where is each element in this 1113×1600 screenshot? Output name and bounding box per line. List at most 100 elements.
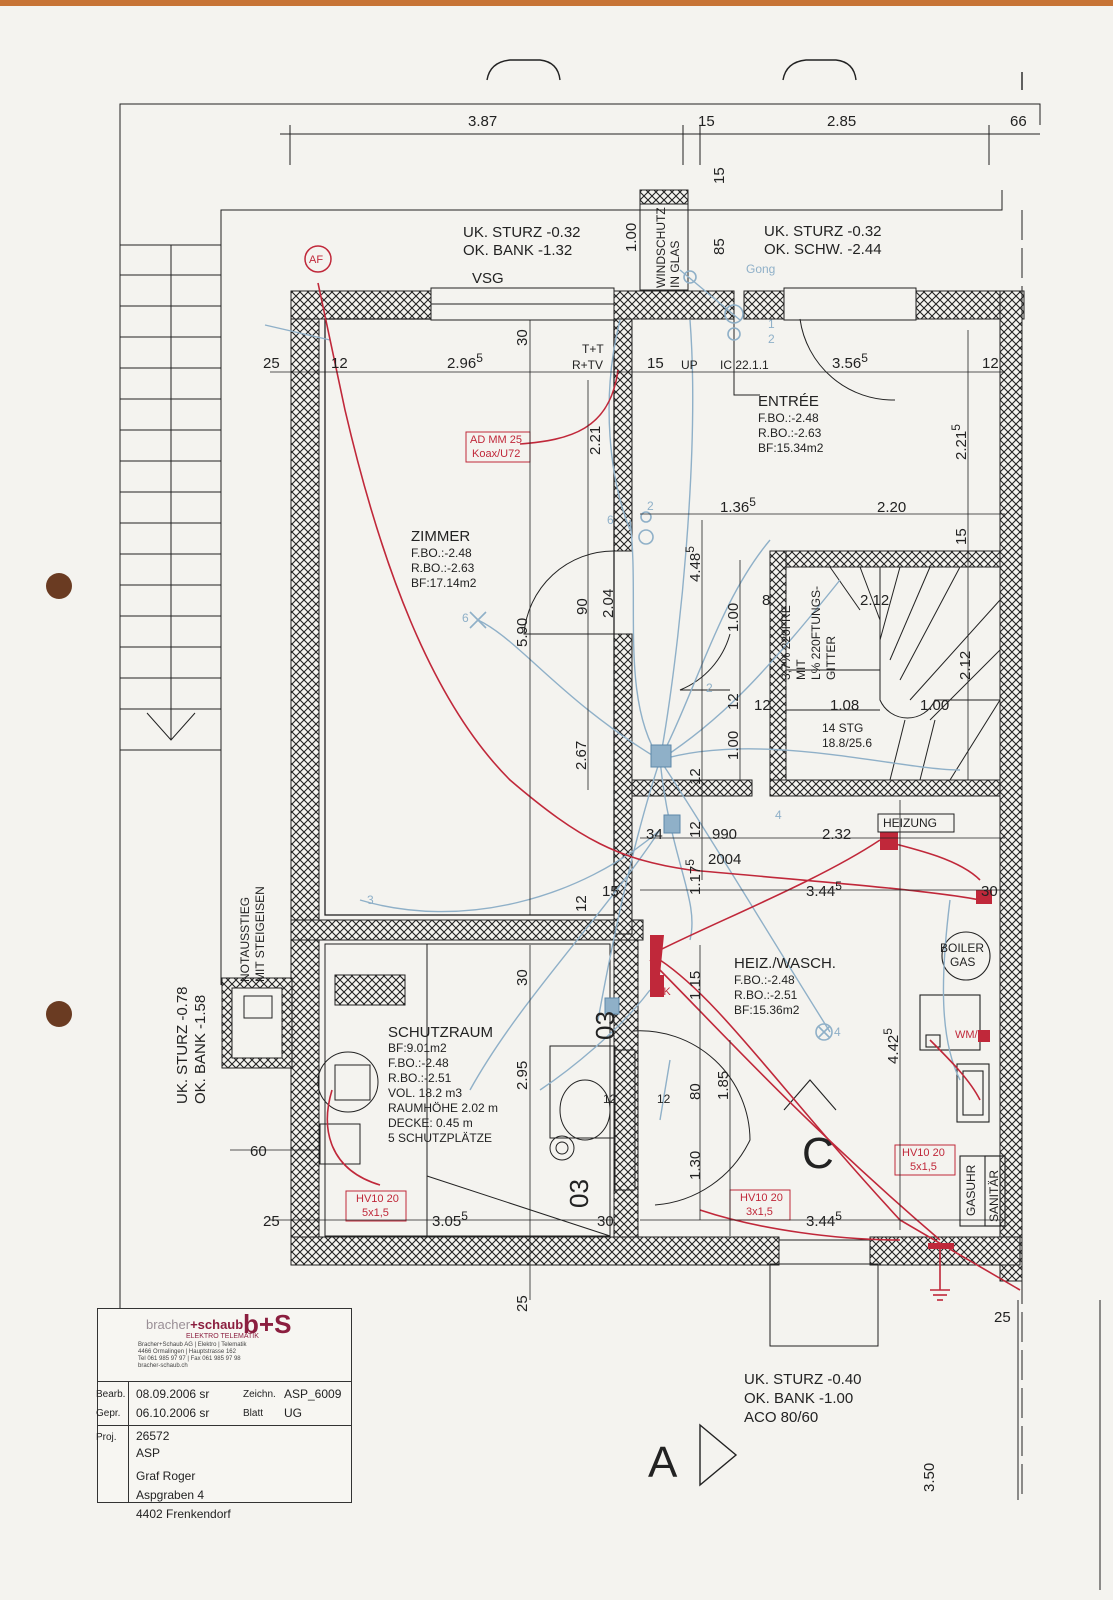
svg-text:2.12: 2.12 bbox=[860, 592, 889, 609]
gitter-label-4: GITTER bbox=[824, 636, 838, 680]
svg-text:15: 15 bbox=[602, 883, 619, 900]
dim-3055: 3.055 bbox=[432, 1209, 468, 1230]
wm-label: WM/Tu bbox=[955, 1029, 990, 1041]
project-code: ASP bbox=[136, 1446, 161, 1460]
aco-label: ACO 80/60 bbox=[744, 1409, 818, 1426]
svg-text:1.00: 1.00 bbox=[725, 603, 742, 632]
svg-text:R.BO.:-2.63: R.BO.:-2.63 bbox=[758, 426, 822, 440]
gitter-label-2: MIT bbox=[794, 659, 808, 680]
svg-text:30: 30 bbox=[514, 969, 531, 986]
svg-text:BF:17.14m2: BF:17.14m2 bbox=[411, 576, 477, 590]
dim-117: 1.175 bbox=[683, 859, 704, 895]
svg-text:5.90: 5.90 bbox=[514, 618, 531, 647]
svg-text:R.BO.:-2.51: R.BO.:-2.51 bbox=[734, 988, 798, 1002]
svg-text:80: 80 bbox=[687, 1083, 704, 1100]
svg-text:BF:9.01m2: BF:9.01m2 bbox=[388, 1041, 447, 1055]
dim-1365: 1.365 bbox=[720, 495, 756, 516]
walls bbox=[221, 290, 1025, 1282]
svg-text:2.21: 2.21 bbox=[587, 426, 604, 455]
af-label: AF bbox=[309, 254, 323, 266]
hv-cable-1: 5x1,5 bbox=[362, 1207, 389, 1219]
client-address: Graf Roger Aspgraben 4 4402 Frenkendorf bbox=[136, 1469, 231, 1521]
hv-cable-3: 5x1,5 bbox=[910, 1161, 937, 1173]
sturz-label-3: UK. STURZ -0.78 bbox=[174, 986, 191, 1104]
interior-stair bbox=[785, 566, 1001, 781]
sturz-label-2: UK. STURZ -0.32 bbox=[764, 223, 882, 240]
punch-hole bbox=[46, 573, 72, 599]
svg-text:F.BO.:-2.48: F.BO.:-2.48 bbox=[388, 1056, 449, 1070]
room-zimmer: ZIMMER F.BO.:-2.48 R.BO.:-2.63 BF:17.14m… bbox=[411, 528, 477, 590]
junction-boxes bbox=[604, 744, 681, 1015]
svg-text:25: 25 bbox=[514, 1295, 531, 1312]
af-symbol bbox=[304, 245, 332, 273]
stair-ratio: 18.8/25.6 bbox=[822, 736, 872, 750]
svg-text:2.20: 2.20 bbox=[877, 499, 906, 516]
svg-text:3.50: 3.50 bbox=[921, 1463, 938, 1492]
svg-text:2.04: 2.04 bbox=[600, 589, 617, 618]
sheet-name: UG bbox=[284, 1406, 302, 1420]
room-schutzraum: SCHUTZRAUM BF:9.01m2 F.BO.:-2.48 R.BO.:-… bbox=[388, 1024, 498, 1145]
svg-text:12: 12 bbox=[573, 895, 590, 912]
steigeisen-label: MIT STEIGEISEN bbox=[253, 886, 267, 982]
svg-text:90: 90 bbox=[574, 598, 591, 615]
svg-text:15: 15 bbox=[953, 528, 970, 545]
svg-text:15: 15 bbox=[711, 167, 728, 184]
svg-text:2.12: 2.12 bbox=[957, 651, 974, 680]
dimension-line-top bbox=[280, 125, 1040, 165]
boiler-label: BOILER bbox=[940, 941, 984, 955]
vsg-label: VSG bbox=[472, 270, 504, 287]
windschutz-label-2: IN GLAS bbox=[668, 241, 682, 288]
sanitar-label: SANITÄR bbox=[987, 1170, 1001, 1222]
ek-label: EK bbox=[656, 986, 671, 998]
dim-top-285: 2.85 bbox=[827, 113, 856, 130]
ad-mm-label: AD MM 25 bbox=[470, 434, 522, 446]
section-a-label: A bbox=[648, 1438, 678, 1487]
drawing-number: ASP_6009 bbox=[284, 1387, 342, 1401]
dim-221r: 2.215 bbox=[949, 424, 970, 460]
svg-text:2004: 2004 bbox=[708, 851, 741, 868]
dim-448: 4.485 bbox=[683, 546, 704, 582]
exterior-stair bbox=[119, 244, 222, 751]
svg-text:12: 12 bbox=[331, 355, 348, 372]
dim-3445a: 3.445 bbox=[806, 879, 842, 900]
punch-hole bbox=[46, 1001, 72, 1027]
svg-text:30: 30 bbox=[514, 329, 531, 346]
svg-text:1.30: 1.30 bbox=[687, 1151, 704, 1180]
svg-text:1.08: 1.08 bbox=[830, 697, 859, 714]
svg-text:6: 6 bbox=[462, 611, 469, 625]
room-entree: ENTRÉE F.BO.:-2.48 R.BO.:-2.63 BF:15.34m… bbox=[758, 393, 824, 455]
schwelle-label: OK. SCHW. -2.44 bbox=[764, 241, 882, 258]
light-symbols bbox=[469, 270, 833, 1041]
page-edge bbox=[0, 0, 1113, 6]
dim-3445b: 3.445 bbox=[806, 1209, 842, 1230]
axis-marker bbox=[782, 59, 857, 81]
wiring-blue bbox=[264, 269, 961, 1121]
svg-text:SCHUTZRAUM: SCHUTZRAUM bbox=[388, 1024, 493, 1041]
dim-top-66: 66 bbox=[1010, 113, 1027, 130]
bank-label-1: OK. BANK -1.32 bbox=[463, 242, 572, 259]
svg-text:60: 60 bbox=[250, 1143, 267, 1160]
svg-text:25: 25 bbox=[263, 355, 280, 372]
room-heiz-wasch: HEIZ./WASCH. F.BO.:-2.48 R.BO.:-2.51 BF:… bbox=[734, 955, 836, 1017]
notausstieg-label: NOTAUSSTIEG bbox=[238, 897, 252, 982]
windows bbox=[430, 189, 917, 1347]
ad-mm-cable: Koax/U72 bbox=[472, 448, 520, 460]
svg-text:12: 12 bbox=[754, 697, 771, 714]
svg-text:2.95: 2.95 bbox=[514, 1061, 531, 1090]
wiring-red bbox=[317, 282, 1021, 1301]
svg-text:R.BO.:-2.63: R.BO.:-2.63 bbox=[411, 561, 475, 575]
gitter-label-1: 3,7% 220FRE bbox=[779, 605, 793, 680]
svg-text:4: 4 bbox=[834, 1025, 841, 1039]
dim-top-387: 3.87 bbox=[468, 113, 497, 130]
hv-label-2: HV10 20 bbox=[740, 1192, 783, 1204]
svg-text:12: 12 bbox=[603, 1092, 617, 1106]
svg-text:15: 15 bbox=[647, 355, 664, 372]
gong-label: Gong bbox=[746, 262, 775, 276]
svg-text:12: 12 bbox=[982, 355, 999, 372]
red-devices bbox=[650, 832, 992, 1249]
gas-label: GAS bbox=[950, 955, 975, 969]
svg-text:VOL. 18.2 m3: VOL. 18.2 m3 bbox=[388, 1086, 462, 1100]
up-label: UP bbox=[681, 358, 698, 372]
schutzraum-fixtures bbox=[317, 943, 636, 1237]
